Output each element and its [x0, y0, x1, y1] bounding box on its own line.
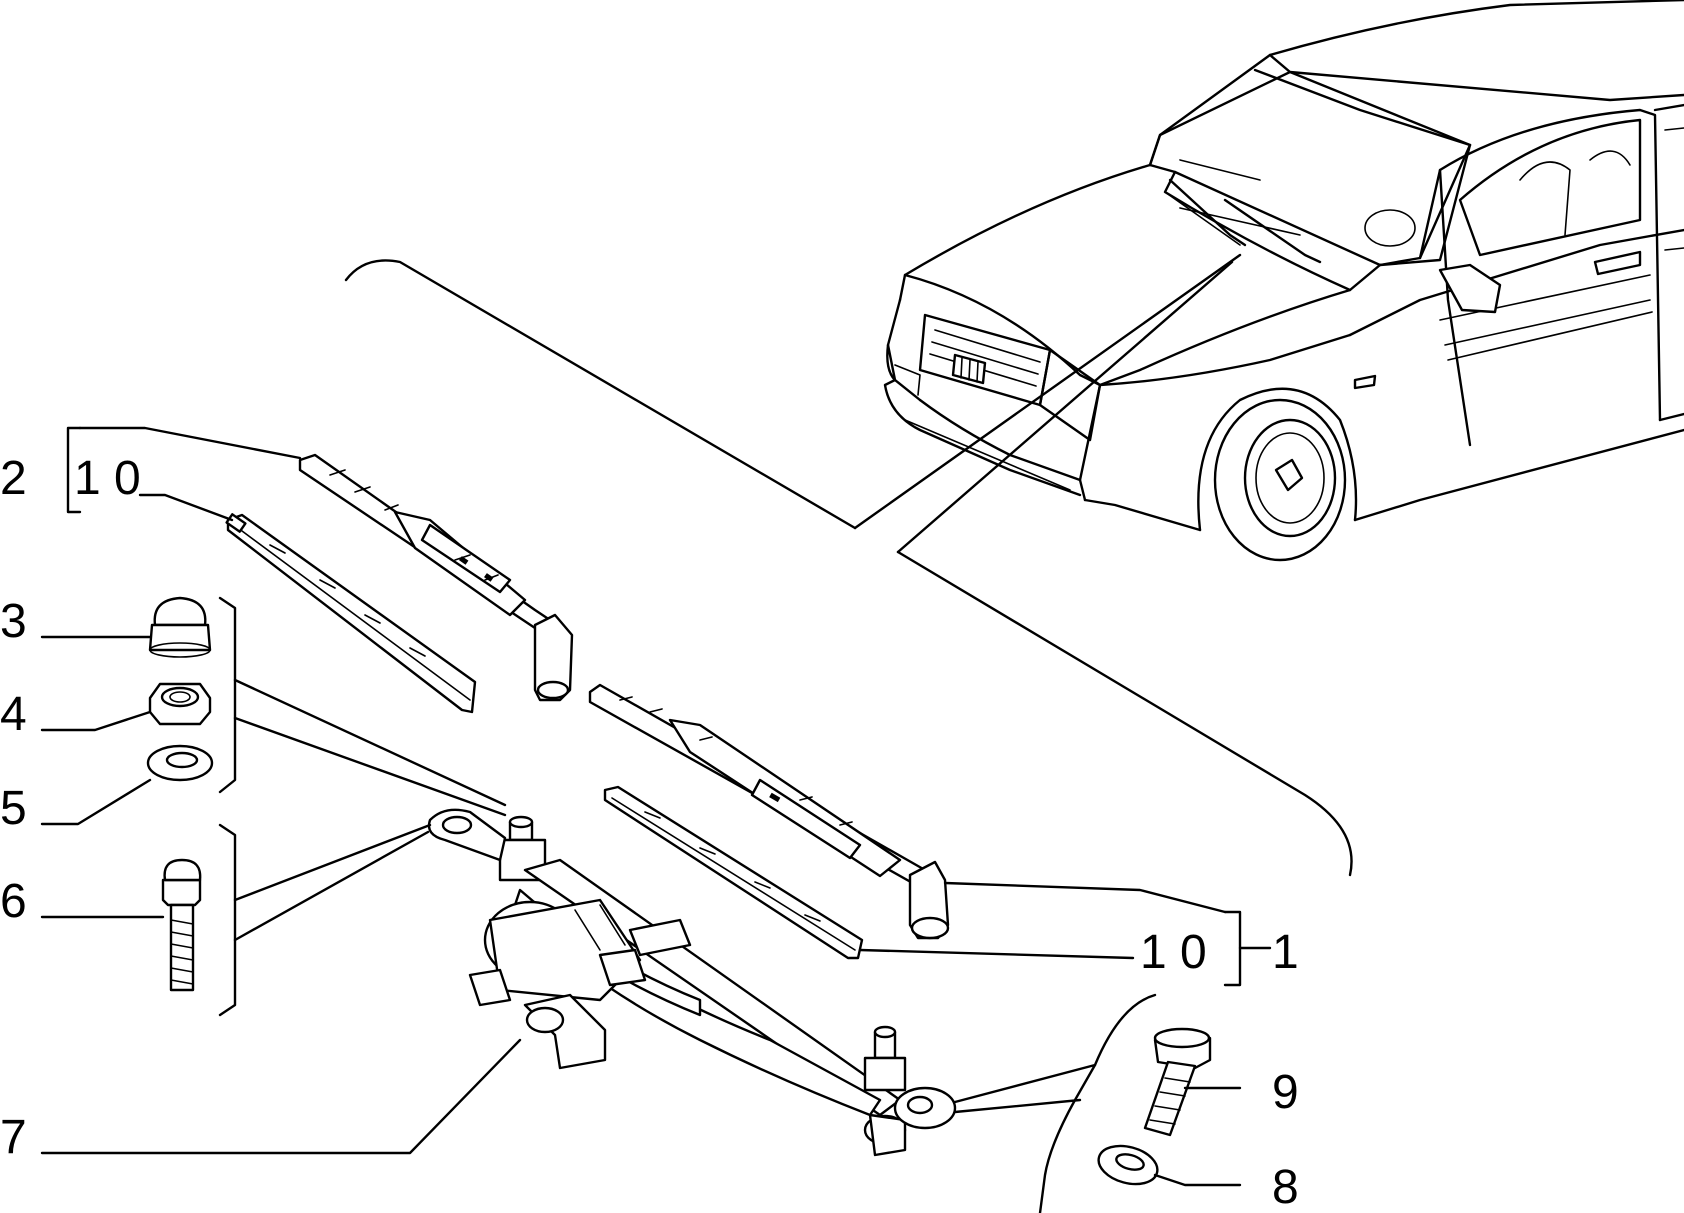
callout-6: 6	[0, 875, 27, 928]
washer-icon	[1097, 1144, 1159, 1186]
washer-icon	[146, 744, 214, 782]
bracket-2-10	[66, 426, 82, 514]
callout-7: 7	[0, 1111, 27, 1164]
bracket-1-10	[1223, 910, 1242, 987]
callout-10-top: 1 0	[74, 452, 141, 505]
callout-8: 8	[1272, 1161, 1299, 1213]
leader-lines	[40, 426, 1272, 1187]
callout-5: 5	[0, 782, 27, 835]
bracket-3-5	[218, 596, 237, 794]
car-illustration	[883, 0, 1684, 562]
bolt-icon	[161, 858, 202, 992]
hex-nut-icon	[148, 682, 212, 726]
cap-nut-icon	[148, 596, 212, 658]
exploded-view-boundary	[344, 259, 1353, 877]
wiper-linkage-motor	[427, 808, 957, 1157]
car-leader-lines	[853, 253, 1242, 554]
wiper-arm-right	[588, 683, 950, 940]
callout-9: 9	[1272, 1066, 1299, 1119]
callout-10-bottom: 1 0	[1140, 926, 1207, 979]
callout-2: 2	[0, 452, 27, 505]
wiper-blade-right	[603, 785, 864, 960]
bolt-icon	[1143, 1027, 1212, 1137]
bracket-6	[218, 823, 237, 1017]
callout-1: 1	[1272, 926, 1299, 979]
callout-3: 3	[0, 595, 27, 648]
wiper-arm-left	[298, 453, 574, 702]
callout-4: 4	[0, 688, 27, 741]
